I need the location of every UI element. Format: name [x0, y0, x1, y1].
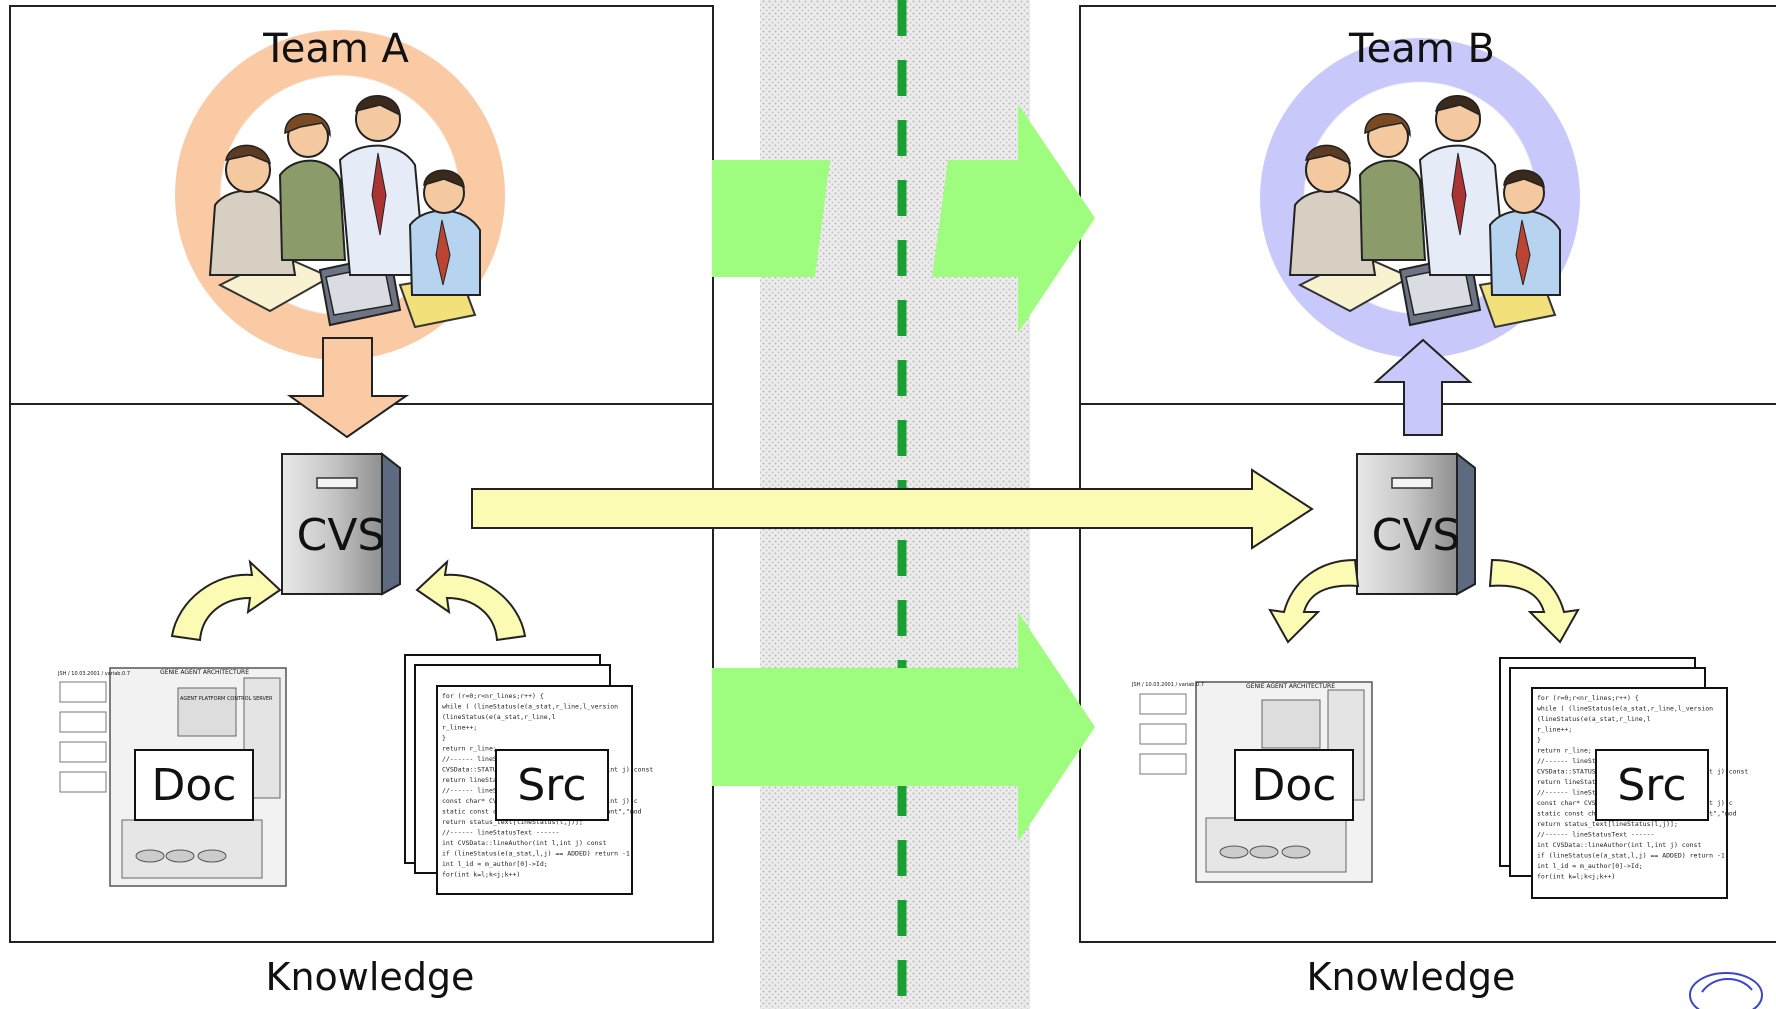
team-a-title: Team A	[262, 26, 409, 72]
code-line: }	[1537, 736, 1541, 744]
code-line: if (lineStatus(e(a_stat,l,j) == ADDED) r…	[1537, 852, 1729, 860]
code-line: for (r=0;r<nr_lines;r++) {	[1537, 694, 1639, 702]
code-line: (lineStatus(e(a_stat,r_line,l	[1537, 715, 1651, 723]
code-line: for(int k=l;k<j;k++)	[1537, 873, 1615, 881]
green-transfer-arrow-bottom	[712, 612, 1095, 842]
team-b-checkout-arrow	[1373, 338, 1473, 436]
team-a-doc-label: Doc	[152, 760, 237, 811]
code-line: return status_text[lineStatus(l,j)];	[1537, 820, 1678, 828]
team-a-src-label-box	[495, 749, 609, 821]
team-b-src-label: Src	[1617, 760, 1686, 811]
code-line: //------ lineStatus ------	[1537, 757, 1639, 765]
doc-corner-text: JSH / 10.03.2001 / variab.0.7	[1131, 682, 1204, 688]
code-line: int CVSData::lineAuthor(int l,int j) con…	[1537, 841, 1701, 849]
doc-subheading: AGENT PLATFORM CONTROL SERVER	[180, 696, 273, 702]
team-b-people-illustration	[1260, 38, 1580, 358]
code-line: int CVSData::lineAuthor(int l,int j) con…	[442, 839, 606, 847]
team-b-src-label-box	[1595, 749, 1709, 821]
code-line: int l_id = m_author[0]->Id;	[1537, 862, 1643, 870]
doc-corner-text: JSH / 10.03.2001 / variab.0.7	[57, 671, 130, 677]
team-a-commit-arrow	[286, 337, 410, 439]
code-line: }	[442, 734, 446, 742]
team-a-cvs-label: CVS	[297, 510, 386, 561]
cvs-transfer-arrow	[471, 468, 1314, 550]
code-line: while ( (lineStatus(e(a_stat,r_line,l_ve…	[1537, 705, 1713, 713]
doc-checkout-arrow	[1268, 558, 1360, 644]
code-line: int l_id = m_author[0]->Id;	[442, 860, 548, 868]
green-transfer-arrow-top	[712, 104, 1095, 333]
doc-heading: GENIE AGENT ARCHITECTURE	[160, 669, 249, 676]
code-line: for(int k=l;k<j;k++)	[442, 871, 520, 879]
code-line: r_line++;	[1537, 726, 1572, 734]
team-b-title: Team B	[1348, 26, 1495, 72]
team-a-knowledge-label: Knowledge	[266, 955, 475, 999]
code-line: for (r=0;r<nr_lines;r++) {	[442, 692, 544, 700]
code-line: return r_line;	[1537, 747, 1592, 755]
team-b-doc-label: Doc	[1252, 760, 1337, 811]
corner-logo	[1689, 972, 1763, 1009]
src-checkout-arrow	[1488, 558, 1580, 644]
code-line: return r_line;	[442, 745, 497, 753]
code-line: //------ lineStatus ------	[442, 755, 544, 763]
team-b-doc-label-box	[1234, 749, 1354, 821]
team-a-src-label: Src	[517, 760, 586, 811]
doc-heading: GENIE AGENT ARCHITECTURE	[1246, 683, 1335, 690]
team-b-cvs-label: CVS	[1372, 510, 1461, 561]
code-line: if (lineStatus(e(a_stat,l,j) == ADDED) r…	[442, 850, 634, 858]
code-line: (lineStatus(e(a_stat,r_line,l	[442, 713, 556, 721]
code-line: r_line++;	[442, 724, 477, 732]
doc-commit-arrow	[170, 559, 282, 642]
code-line: //------ lineStatusText ------	[442, 829, 559, 837]
team-b-knowledge-label: Knowledge	[1307, 955, 1516, 999]
code-line: return status_text[lineStatus(l,j)];	[442, 818, 583, 826]
team-a-people-illustration	[175, 30, 505, 360]
src-commit-arrow	[415, 559, 527, 642]
code-line: while ( (lineStatus(e(a_stat,r_line,l_ve…	[442, 703, 618, 711]
team-a-doc-label-box	[134, 749, 254, 821]
code-line: //------ lineStatusText ------	[1537, 831, 1654, 839]
